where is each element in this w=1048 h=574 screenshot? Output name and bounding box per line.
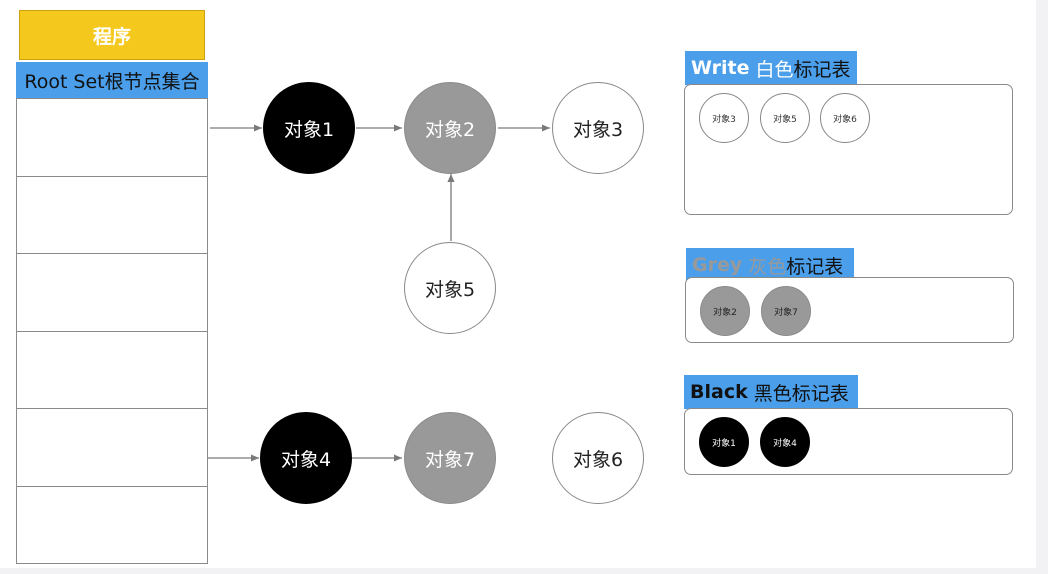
root-set-label: Root Set根节点集合 [16, 62, 208, 98]
root-set-slot [17, 332, 207, 409]
black-table-title: Black 黑色 标记表 [684, 375, 858, 409]
white-table-box: 对象3 对象5 对象6 [684, 84, 1013, 215]
node-obj6: 对象6 [552, 412, 644, 504]
white-table-item: 对象3 [699, 93, 749, 143]
white-table-title: Write 白色 标记表 [685, 51, 857, 85]
black-table-item: 对象1 [699, 417, 749, 467]
white-table-title-color: 白色 [755, 58, 794, 81]
node-obj7: 对象7 [404, 412, 496, 504]
node-obj2: 对象2 [404, 82, 496, 174]
node-obj1: 对象1 [263, 82, 355, 174]
grey-table-title-suffix: 标记表 [786, 255, 844, 278]
white-table-title-suffix: 标记表 [793, 58, 851, 81]
black-table-item: 对象4 [760, 417, 810, 467]
root-set-slot [17, 177, 207, 254]
white-table-title-en: Write [691, 57, 750, 79]
program-header: 程序 [19, 10, 205, 60]
grey-table-title: Grey 灰色 标记表 [686, 248, 854, 282]
arrows-layer [208, 124, 550, 462]
white-table-item: 对象5 [760, 93, 810, 143]
root-set-slot [17, 99, 207, 177]
node-obj4: 对象4 [260, 412, 352, 504]
diagram-canvas: 程序 Root Set根节点集合 对象1 对象2 对象3 对象5 对象4 对象7… [0, 0, 1036, 568]
grey-table-item: 对象2 [700, 286, 750, 336]
root-set-slot [17, 409, 207, 487]
grey-table-item: 对象7 [761, 286, 811, 336]
white-table-item: 对象6 [820, 93, 870, 143]
grey-table-title-en: Grey [692, 254, 743, 276]
black-table-box: 对象1 对象4 [684, 408, 1013, 475]
grey-table-title-color: 灰色 [748, 255, 787, 278]
grey-table-box: 对象2 对象7 [685, 277, 1014, 343]
black-table-title-suffix: 标记表 [791, 382, 849, 405]
black-table-title-en: Black [690, 381, 748, 403]
node-obj3: 对象3 [552, 82, 644, 174]
node-obj5: 对象5 [404, 242, 496, 334]
root-set-list [16, 98, 208, 564]
root-set-slot [17, 487, 207, 565]
root-set-slot [17, 254, 207, 332]
black-table-title-color: 黑色 [753, 382, 792, 405]
